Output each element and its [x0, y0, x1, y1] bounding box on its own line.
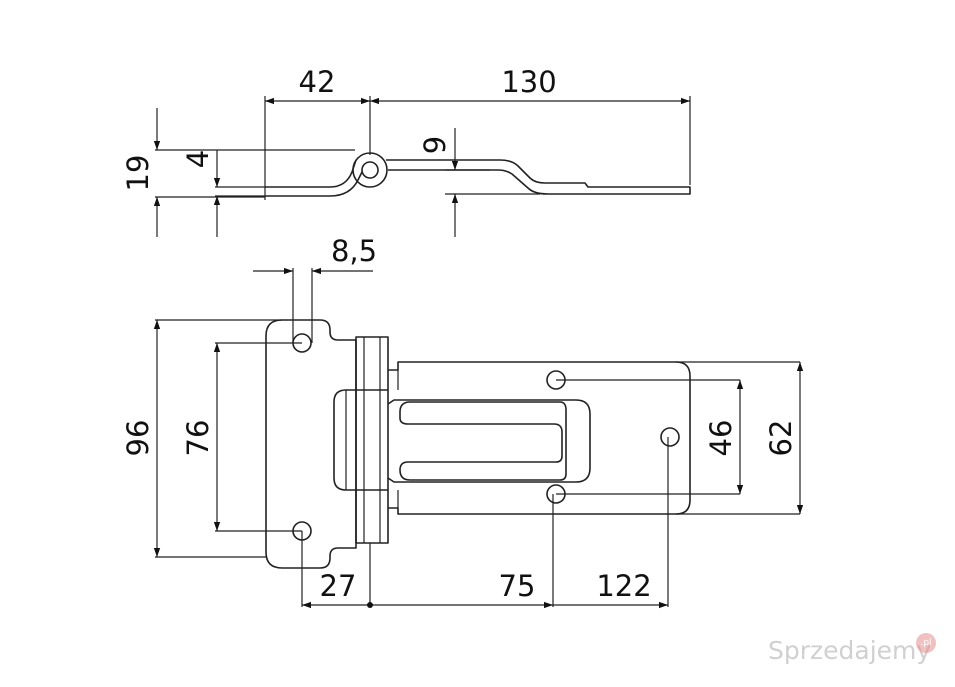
- dim-42: 42: [299, 65, 336, 99]
- dim-19: 19: [121, 155, 155, 192]
- dim-46: 46: [704, 420, 738, 457]
- top-knuckle: [355, 336, 389, 544]
- watermark-badge: .pl: [916, 633, 936, 653]
- side-right-leaf: [386, 159, 691, 195]
- dim-96: 96: [121, 420, 155, 457]
- top-inner-bend: [333, 389, 388, 491]
- side-left-leaf: [265, 159, 363, 197]
- side-view: 42 130 19 4 9: [121, 65, 691, 237]
- hole-right-middle: [660, 427, 680, 447]
- top-slot: [399, 401, 567, 481]
- top-left-plate: [265, 319, 357, 569]
- dim-8-5: 8,5: [331, 234, 377, 268]
- watermark-text: Sprzedajemy: [768, 636, 932, 665]
- top-view: 8,5 96 76 46 62 27 75 122: [121, 234, 804, 609]
- dim-75: 75: [499, 569, 536, 603]
- dim-130: 130: [501, 65, 556, 99]
- side-knuckle-outer: [352, 152, 388, 188]
- dim-9: 9: [418, 136, 452, 154]
- dim-76: 76: [181, 420, 215, 457]
- dim-122: 122: [596, 569, 651, 603]
- dim-4: 4: [181, 150, 215, 168]
- top-right-plate: [388, 361, 691, 515]
- dim-62: 62: [764, 420, 798, 457]
- side-knuckle-pin: [361, 161, 379, 179]
- dim-27: 27: [320, 569, 357, 603]
- top-slot-frame: [387, 399, 591, 483]
